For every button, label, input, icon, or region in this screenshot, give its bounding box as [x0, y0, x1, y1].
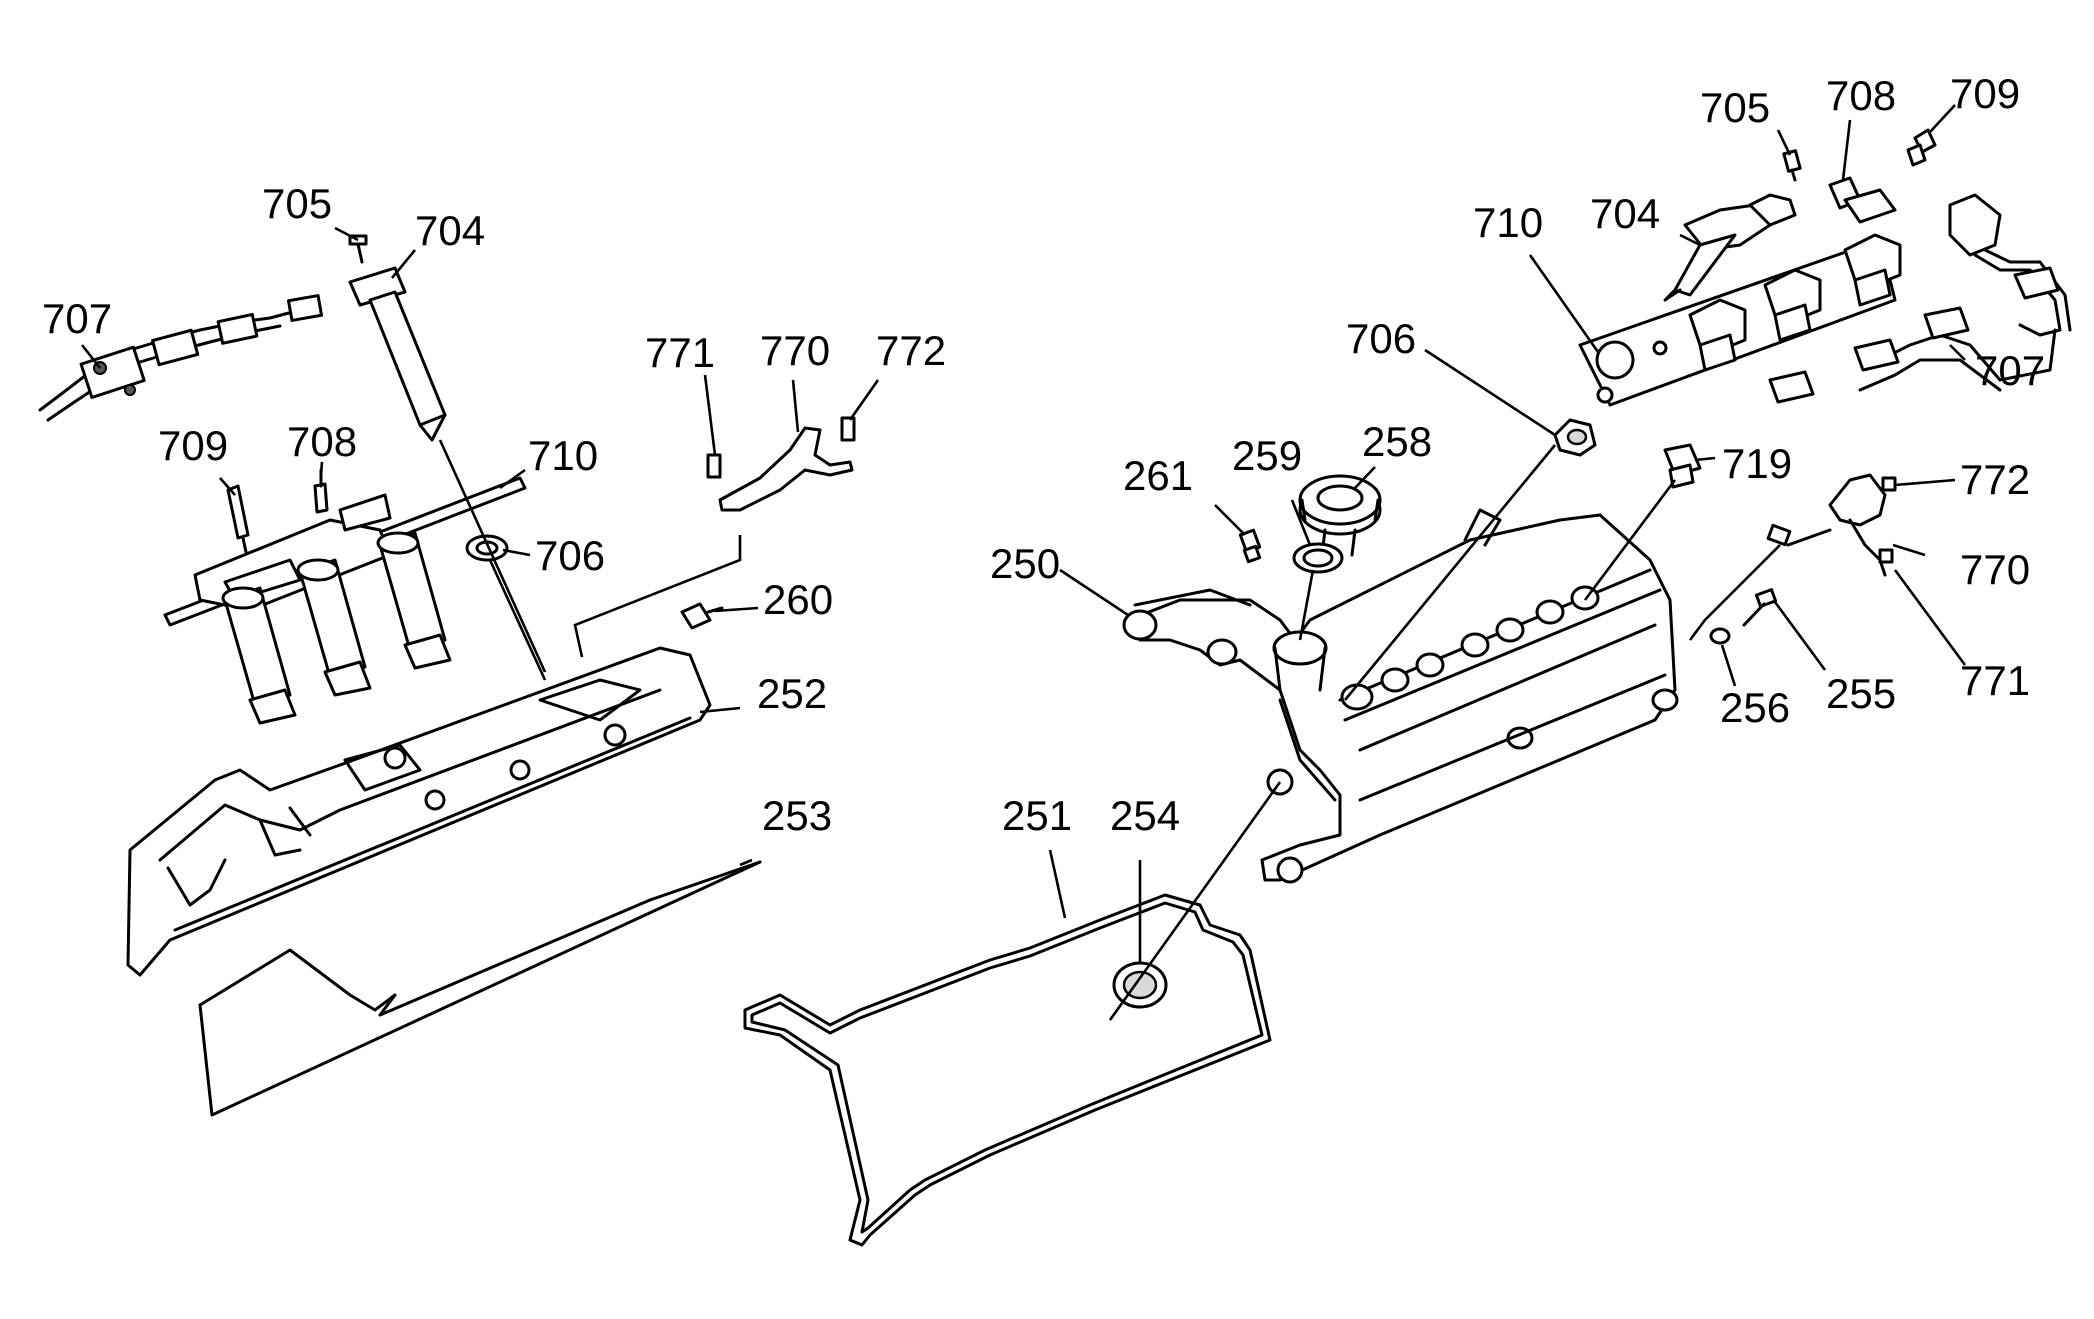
- left-sensor-260: [680, 602, 724, 630]
- callout-left-260: 260: [763, 576, 833, 623]
- left-gasket-253: [198, 860, 762, 1117]
- callout-left-772: 772: [876, 327, 946, 374]
- right-coil-bolt: [1782, 149, 1802, 182]
- callout-left-705: 705: [262, 180, 332, 227]
- callout-center-258: 258: [1362, 418, 1432, 465]
- callout-left-253: 253: [762, 792, 832, 839]
- left-harness-bracket-770: [706, 416, 856, 512]
- callout-left-708: 708: [287, 418, 357, 465]
- callout-left-710: 710: [528, 432, 598, 479]
- valve-cover-gasket-251: [743, 893, 1272, 1247]
- left-spark-plug-709: [226, 484, 250, 554]
- left-valve-cover-252: [126, 646, 712, 977]
- callout-left-707: 707: [42, 295, 112, 342]
- callout-left-771: 771: [645, 329, 715, 376]
- callout-right-255: 255: [1826, 670, 1896, 717]
- left-grommet-706: [465, 534, 509, 562]
- callout-right-704: 704: [1590, 190, 1660, 237]
- oil-fill-seal-259: [1292, 542, 1344, 574]
- callout-right-706: 706: [1346, 315, 1416, 362]
- callout-center-251: 251: [1002, 792, 1072, 839]
- callout-right-719: 719: [1722, 440, 1792, 487]
- washer-256: [1709, 627, 1731, 645]
- callout-right-772: 772: [1960, 456, 2030, 503]
- callout-right-708: 708: [1826, 72, 1896, 119]
- callout-right-705: 705: [1700, 84, 1770, 131]
- callout-left-252: 252: [757, 670, 827, 717]
- callout-center-259: 259: [1232, 432, 1302, 479]
- callout-right-256: 256: [1720, 684, 1790, 731]
- right-harness-bracket-770: [1766, 473, 1897, 577]
- callout-center-261: 261: [1123, 452, 1193, 499]
- right-ignition-coil-704: [1663, 193, 1797, 302]
- callout-left-770: 770: [760, 327, 830, 374]
- callout-left-709: 709: [158, 422, 228, 469]
- left-ignition-harness: [38, 294, 324, 422]
- leader-lines: [80, 104, 1967, 1021]
- callout-right-710: 710: [1473, 199, 1543, 246]
- right-spark-plug-709: [1906, 128, 1937, 167]
- left-stud-708: [313, 468, 329, 514]
- right-ignition-harness: [1768, 193, 2072, 404]
- left-ignition-coil-704: [348, 266, 447, 442]
- callout-left-704: 704: [415, 207, 485, 254]
- right-stud-708: [1828, 176, 1897, 224]
- callout-center-254: 254: [1110, 792, 1180, 839]
- oil-fill-cap-258: [1298, 474, 1382, 557]
- bolt-255: [1742, 588, 1778, 627]
- spark-plug-719: [1663, 443, 1702, 489]
- spark-plug-tube-seal-254: [1112, 961, 1168, 1009]
- callout-right-771: 771: [1960, 657, 2030, 704]
- left-coil-row: [221, 531, 452, 725]
- right-coil-row: [1688, 233, 1902, 372]
- stud-261: [1238, 528, 1262, 564]
- callout-labels: 705 704 707 709 708 710 706 771 770 772 …: [42, 70, 2045, 839]
- right-valve-cover-250: [1122, 508, 1679, 884]
- callout-left-706: 706: [535, 532, 605, 579]
- callout-center-250: 250: [990, 540, 1060, 587]
- right-grommet-706: [1553, 418, 1597, 457]
- callout-right-707: 707: [1975, 347, 2045, 394]
- callout-right-770: 770: [1960, 546, 2030, 593]
- callout-right-709: 709: [1950, 70, 2020, 117]
